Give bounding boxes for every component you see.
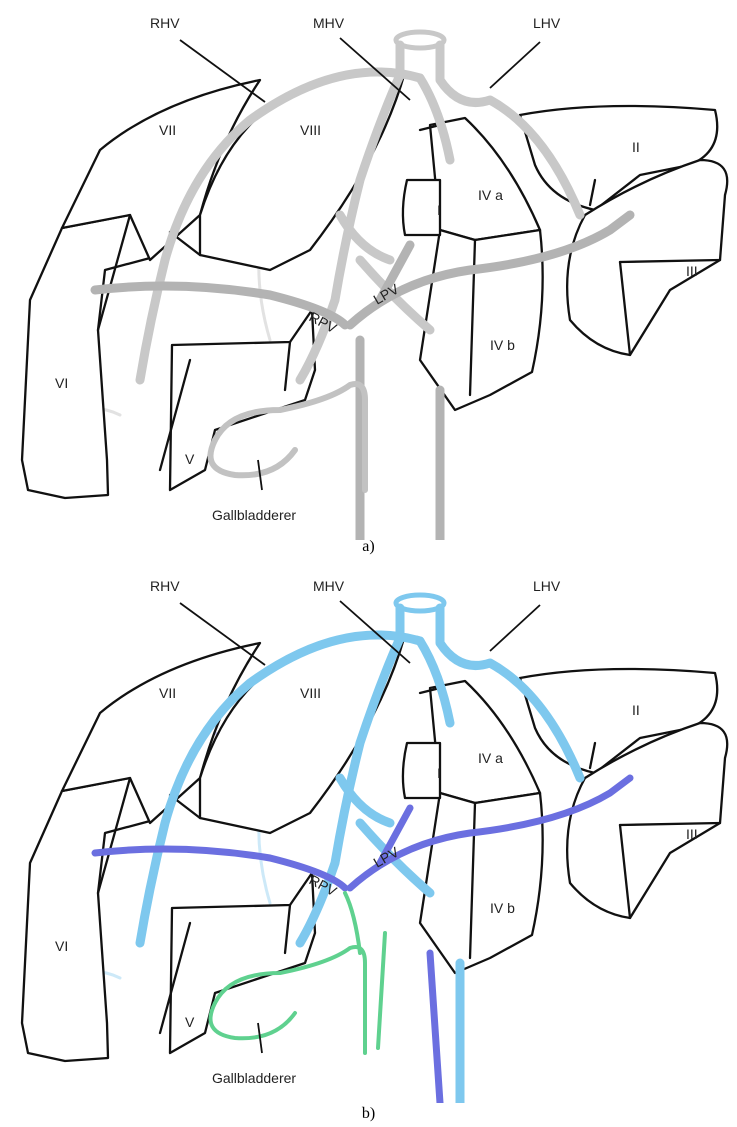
label-seg-iva: IV a: [478, 750, 503, 766]
label-lhv: LHV: [533, 15, 561, 31]
label-seg-ivb: IV b: [490, 900, 515, 916]
label-seg-vii: VII: [159, 122, 176, 138]
label-seg-i: I: [437, 765, 441, 781]
label-seg-iii: III: [686, 826, 698, 842]
label-lhv: LHV: [533, 578, 561, 594]
label-rhv: RHV: [150, 578, 180, 594]
panel-a: RHV MHV LHV VII VIII I IV a II III IV b …: [0, 0, 737, 563]
label-mhv: MHV: [313, 15, 345, 31]
label-seg-vi: VI: [55, 375, 68, 391]
label-seg-iii: III: [686, 263, 698, 279]
label-seg-i: I: [437, 202, 441, 218]
label-seg-vii: VII: [159, 685, 176, 701]
segment-ivb-outline: [420, 793, 543, 973]
label-seg-viii: VIII: [300, 122, 321, 138]
label-seg-v: V: [185, 1014, 195, 1030]
label-seg-viii: VIII: [300, 685, 321, 701]
label-rhv: RHV: [150, 15, 180, 31]
segment-i-outline: [403, 743, 440, 798]
label-gallbladder: Gallbladderer: [212, 507, 296, 523]
panel-caption: b): [0, 1105, 737, 1123]
label-seg-v: V: [185, 451, 195, 467]
segment-vi-outline: [22, 215, 150, 498]
label-seg-vi: VI: [55, 938, 68, 954]
panel-b: RHV MHV LHV VII VIII I IV a II III IV b …: [0, 563, 737, 1127]
liver-diagram-grayscale: RHV MHV LHV VII VIII I IV a II III IV b …: [0, 0, 737, 540]
label-seg-ii: II: [632, 139, 640, 155]
liver-diagram-colored: RHV MHV LHV VII VIII I IV a II III IV b …: [0, 563, 737, 1103]
label-gallbladder: Gallbladderer: [212, 1070, 296, 1086]
label-seg-ii: II: [632, 702, 640, 718]
label-mhv: MHV: [313, 578, 345, 594]
panel-caption: a): [0, 538, 737, 556]
segment-vi-outline: [22, 778, 150, 1061]
label-seg-iva: IV a: [478, 187, 503, 203]
label-seg-ivb: IV b: [490, 337, 515, 353]
segment-i-outline: [403, 180, 440, 235]
